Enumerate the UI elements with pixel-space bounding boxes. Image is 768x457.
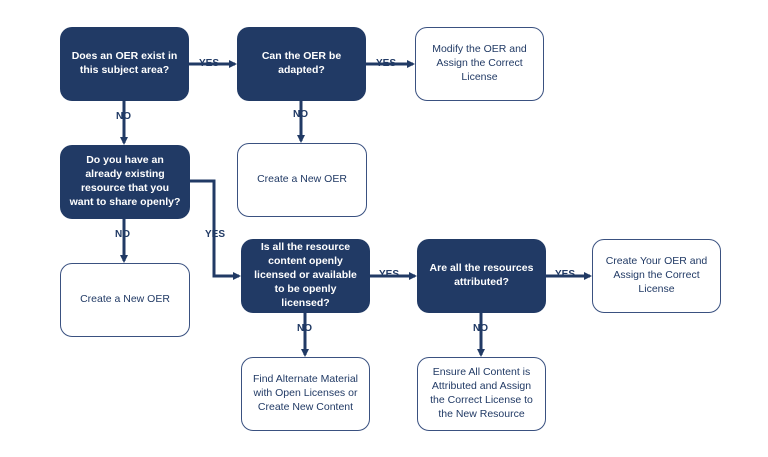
node-oer-exists: Does an OER exist in this subject area? <box>60 27 189 101</box>
node-existing-resource: Do you have an already existing resource… <box>60 145 190 219</box>
arrow-q3-q4 <box>189 179 241 280</box>
label-no-q5: NO <box>473 323 488 334</box>
label-no-q3: NO <box>115 229 130 240</box>
node-can-adapt: Can the OER be adapted? <box>237 27 366 101</box>
node-openly-licensed: Is all the resource content openly licen… <box>241 239 370 313</box>
node-create-your-oer: Create Your OER and Assign the Correct L… <box>592 239 721 313</box>
node-all-attributed: Are all the resources attributed? <box>417 239 546 313</box>
label-no-q2: NO <box>293 109 308 120</box>
label-yes-q5: YES <box>555 269 576 280</box>
label-yes-q3: YES <box>205 229 226 240</box>
node-create-new-oer-left: Create a New OER <box>60 263 190 337</box>
label-yes-q2: YES <box>376 58 397 69</box>
node-create-new-oer-top: Create a New OER <box>237 143 367 217</box>
node-modify-oer: Modify the OER and Assign the Correct Li… <box>415 27 544 101</box>
node-ensure-attributed: Ensure All Content is Attributed and Ass… <box>417 357 546 431</box>
node-find-alternate: Find Alternate Material with Open Licens… <box>241 357 370 431</box>
label-yes-q1: YES <box>199 58 220 69</box>
label-no-q1: NO <box>116 111 131 122</box>
label-no-q4: NO <box>297 323 312 334</box>
label-yes-q4: YES <box>379 269 400 280</box>
